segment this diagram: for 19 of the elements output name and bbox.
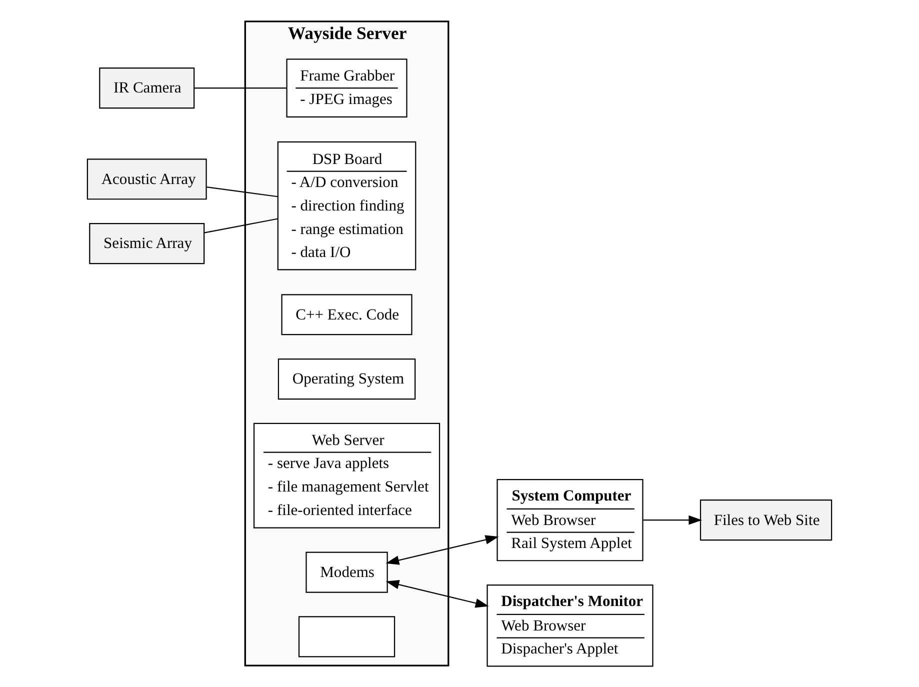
arrow bbox=[386, 535, 499, 565]
connector bbox=[206, 186, 278, 198]
node-box: Operating System bbox=[278, 358, 416, 400]
node-box: Files to Web Site bbox=[700, 500, 832, 541]
node-box: Frame Grabber - JPEG images bbox=[286, 58, 408, 118]
node-box: System Computer Web Browser Rail System Applet bbox=[496, 479, 644, 562]
node-box bbox=[298, 616, 396, 658]
node-box: IR Camera bbox=[99, 68, 195, 109]
arrow bbox=[643, 515, 702, 525]
node-box: C++ Exec. Code bbox=[281, 294, 412, 336]
node-box: Seismic Array bbox=[89, 223, 205, 264]
node-box: DSP Board - A/D conversion - direction finding - range estimation - data I/O bbox=[277, 141, 416, 270]
node-box: Dispatcher's Monitor Web Browser Dispacher's Applet bbox=[486, 584, 654, 667]
connector bbox=[204, 218, 278, 234]
node-box: Web Server - serve Java applets - file management Servlet - file-oriented interface bbox=[253, 422, 440, 528]
node-box: Acoustic Array bbox=[86, 158, 207, 200]
connector bbox=[194, 88, 286, 89]
arrow bbox=[386, 580, 489, 608]
node-box: Modems bbox=[306, 552, 388, 593]
